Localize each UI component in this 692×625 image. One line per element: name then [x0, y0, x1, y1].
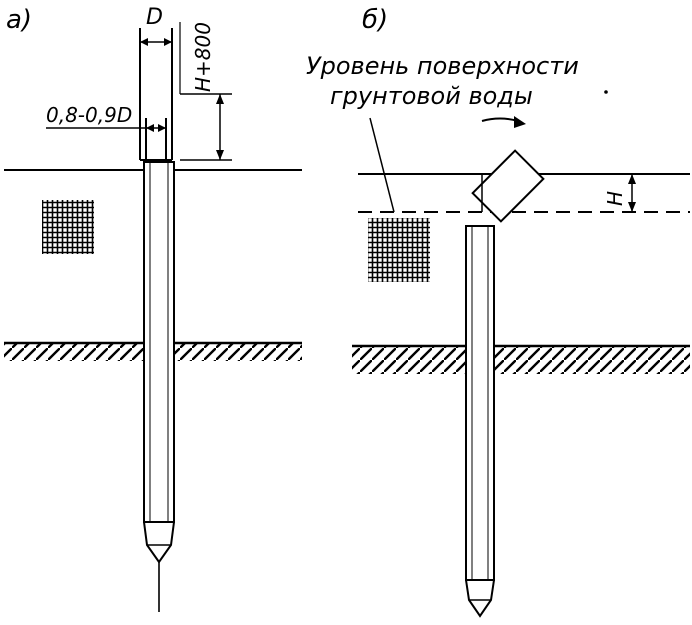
panel-a: а) D: [4, 5, 302, 612]
dimension-diameter-a: D: [140, 5, 172, 46]
pile-follower-a: [139, 28, 173, 162]
water-mesh-symbol-b: [368, 218, 430, 282]
panel-b-label: б): [362, 5, 388, 35]
dimension-height-a: H+800: [179, 22, 232, 161]
water-mesh-symbol: [42, 200, 94, 254]
panel-b: б) Уровень поверхности грунтовой воды: [306, 5, 690, 618]
water-level-text-line1: Уровень поверхности: [306, 52, 579, 80]
dim-depth-label: H: [603, 191, 627, 206]
pile-body-b: [465, 174, 495, 618]
tilted-follower-b: [471, 149, 545, 223]
rotation-arrow: [481, 116, 526, 128]
ground-hatch-b: [352, 344, 690, 374]
dim-diameter-label: D: [146, 5, 163, 30]
speck: [604, 90, 608, 94]
dim-reduced-label: 0,8-0,9D: [46, 103, 132, 127]
water-level-text-line2: грунтовой воды: [330, 82, 533, 110]
dimension-depth-b: H: [603, 174, 636, 212]
dim-height-label: H+800: [191, 22, 215, 92]
dimension-reduced-a: 0,8-0,9D: [46, 103, 166, 132]
panel-a-label: а): [6, 5, 32, 35]
pile-body-a: [143, 161, 175, 612]
water-level-leader: [369, 117, 395, 213]
